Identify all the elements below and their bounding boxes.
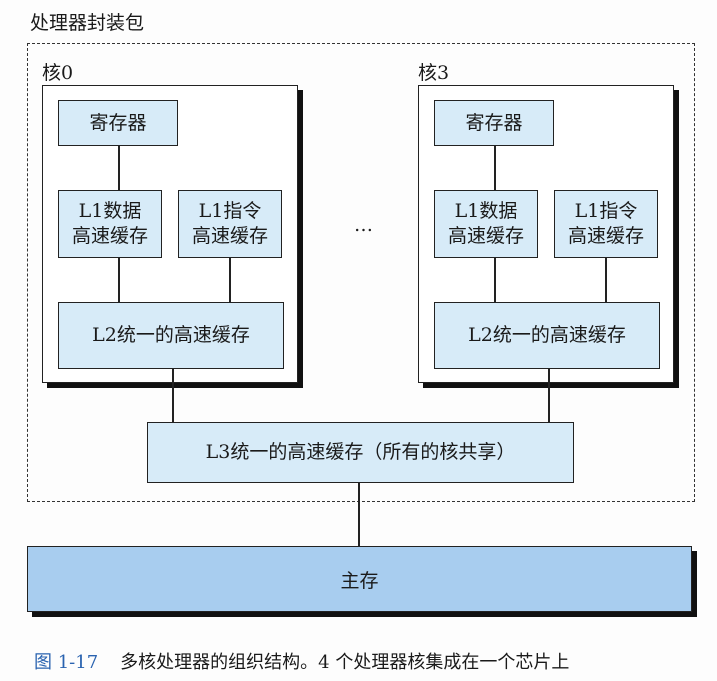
connector (229, 258, 231, 302)
core-3-l1-data-cache: L1数据高速缓存 (434, 190, 538, 258)
processor-package (27, 43, 695, 502)
caption-text: 多核处理器的组织结构。4 个处理器核集成在一个芯片上 (120, 652, 570, 673)
registers-label: 寄存器 (465, 111, 523, 134)
core-0-l1-data-cache: L1数据高速缓存 (58, 190, 162, 258)
connector (172, 369, 174, 422)
l1-instr-label: L1指令 (574, 200, 638, 222)
connector (494, 258, 496, 302)
package-label: 处理器封装包 (30, 12, 145, 34)
connector (605, 258, 607, 302)
core-0-registers: 寄存器 (58, 100, 178, 146)
core-0-l1-instruction-cache: L1指令高速缓存 (178, 190, 282, 258)
main-memory: 主存 (27, 546, 692, 612)
core-3-l1-instruction-cache: L1指令高速缓存 (554, 190, 658, 258)
l1-data-label: 高速缓存 (71, 225, 148, 247)
l3-shared-cache: L3统一的高速缓存（所有的核共享） (147, 422, 574, 483)
figure-number: 图 1-17 (34, 652, 99, 673)
l2-label: L2统一的高速缓存 (468, 324, 626, 346)
connector (358, 483, 360, 546)
connector (494, 146, 496, 190)
core-3-registers: 寄存器 (434, 100, 554, 146)
l1-data-label: L1数据 (78, 200, 142, 222)
l1-instr-label: 高速缓存 (567, 225, 644, 247)
registers-label: 寄存器 (89, 111, 147, 134)
core-3-label: 核3 (418, 62, 450, 84)
l3-label: L3统一的高速缓存（所有的核共享） (205, 441, 516, 463)
l1-data-label: 高速缓存 (447, 225, 524, 247)
core-0-label: 核0 (42, 62, 74, 84)
figure-caption: 图 1-17 多核处理器的组织结构。4 个处理器核集成在一个芯片上 (34, 648, 569, 674)
l2-label: L2统一的高速缓存 (92, 324, 250, 346)
connector (548, 369, 550, 422)
l1-data-label: L1数据 (454, 200, 518, 222)
core-3-l2-cache: L2统一的高速缓存 (434, 302, 660, 369)
connector (118, 258, 120, 302)
core-0-l2-cache: L2统一的高速缓存 (58, 302, 284, 369)
main-memory-label: 主存 (340, 569, 379, 592)
ellipsis: … (354, 214, 373, 236)
connector (118, 146, 120, 190)
l1-instr-label: 高速缓存 (191, 225, 268, 247)
l1-instr-label: L1指令 (198, 200, 262, 222)
